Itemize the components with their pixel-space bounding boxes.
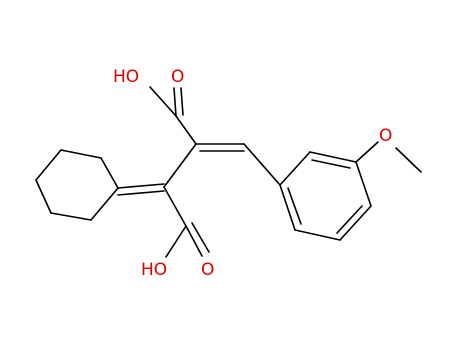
top-acid-hydroxyl-label: HO	[113, 67, 139, 87]
single-bond	[243, 143, 281, 186]
single-bond	[175, 115, 197, 145]
double-bond-line	[191, 222, 210, 253]
ring-bond	[294, 229, 341, 241]
ring-bond	[60, 149, 102, 159]
double-bond-line	[117, 183, 165, 189]
single-bond	[165, 225, 187, 258]
ring-bond	[339, 205, 372, 241]
ring-bond	[355, 161, 372, 207]
single-bond	[163, 186, 187, 227]
methoxyphenyl-ring	[279, 151, 372, 241]
double-bond-line	[173, 87, 177, 117]
ring-bond	[35, 179, 52, 214]
ring-bond	[90, 187, 119, 221]
top-acid-carbonyl-o-label: O	[171, 67, 184, 87]
double-bond-line	[185, 225, 203, 257]
double-bond-line	[117, 190, 165, 196]
ring-bond	[50, 212, 92, 221]
methoxy-group: O	[355, 126, 422, 173]
bottom-carboxylic-acid: HO O	[141, 222, 214, 280]
double-bond-line	[180, 87, 184, 116]
single-bond	[355, 141, 379, 163]
aromatic-inner-bond	[311, 159, 351, 169]
bottom-acid-carbonyl-o-label: O	[201, 260, 214, 280]
ring-bond	[279, 151, 311, 186]
methoxy-o-label: O	[379, 126, 392, 146]
single-bond	[395, 147, 422, 173]
single-bond	[163, 143, 197, 188]
exocyclic-double-bond	[117, 183, 165, 196]
ring-bond	[279, 184, 296, 231]
aromatic-inner-bond	[336, 205, 363, 234]
cyclohexane-ring	[35, 149, 119, 221]
ring-bond	[35, 149, 62, 181]
bottom-acid-hydroxyl-label: HO	[141, 260, 167, 280]
ring-bond	[309, 151, 357, 163]
aromatic-inner-bond	[287, 187, 302, 225]
ring-bond	[100, 157, 119, 189]
single-bond	[149, 86, 177, 117]
backbone-bonds	[163, 115, 281, 227]
top-carboxylic-acid: HO O	[113, 67, 184, 117]
